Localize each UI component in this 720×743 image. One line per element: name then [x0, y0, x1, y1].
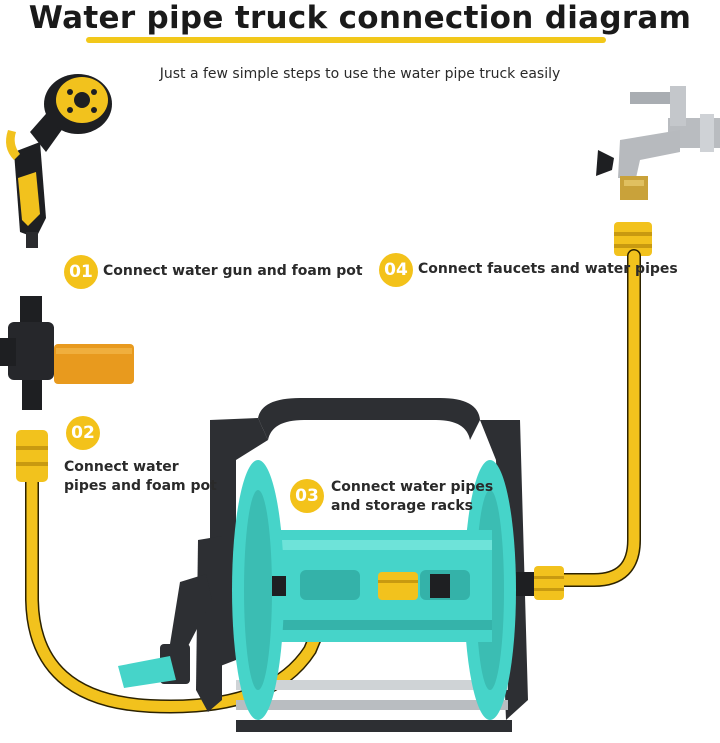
step-1-badge: 01 [64, 255, 98, 289]
left-hose-connector-icon [16, 430, 48, 482]
water-faucet-icon [596, 86, 720, 256]
step-3-label-line1: Connect water pipes [331, 479, 494, 495]
step-2-label-line1: Connect water [64, 459, 179, 475]
hose-reel-cart-icon [118, 398, 564, 732]
step-4-badge: 04 [379, 253, 413, 287]
step-3-badge: 03 [290, 479, 324, 513]
page-subtitle: Just a few simple steps to use the water… [159, 66, 561, 82]
step-3-label-line2: and storage racks [331, 498, 473, 514]
spray-gun-icon [6, 74, 112, 248]
page-title: Water pipe truck connection diagram [28, 0, 692, 36]
step-2-label-line2: pipes and foam pot [64, 478, 217, 494]
step-1-label: Connect water gun and foam pot [103, 263, 363, 279]
step-2-badge: 02 [66, 416, 100, 450]
foam-pot-connector-icon [0, 296, 134, 410]
step-4-label: Connect faucets and water pipes [418, 261, 678, 277]
title-underline [86, 37, 606, 43]
